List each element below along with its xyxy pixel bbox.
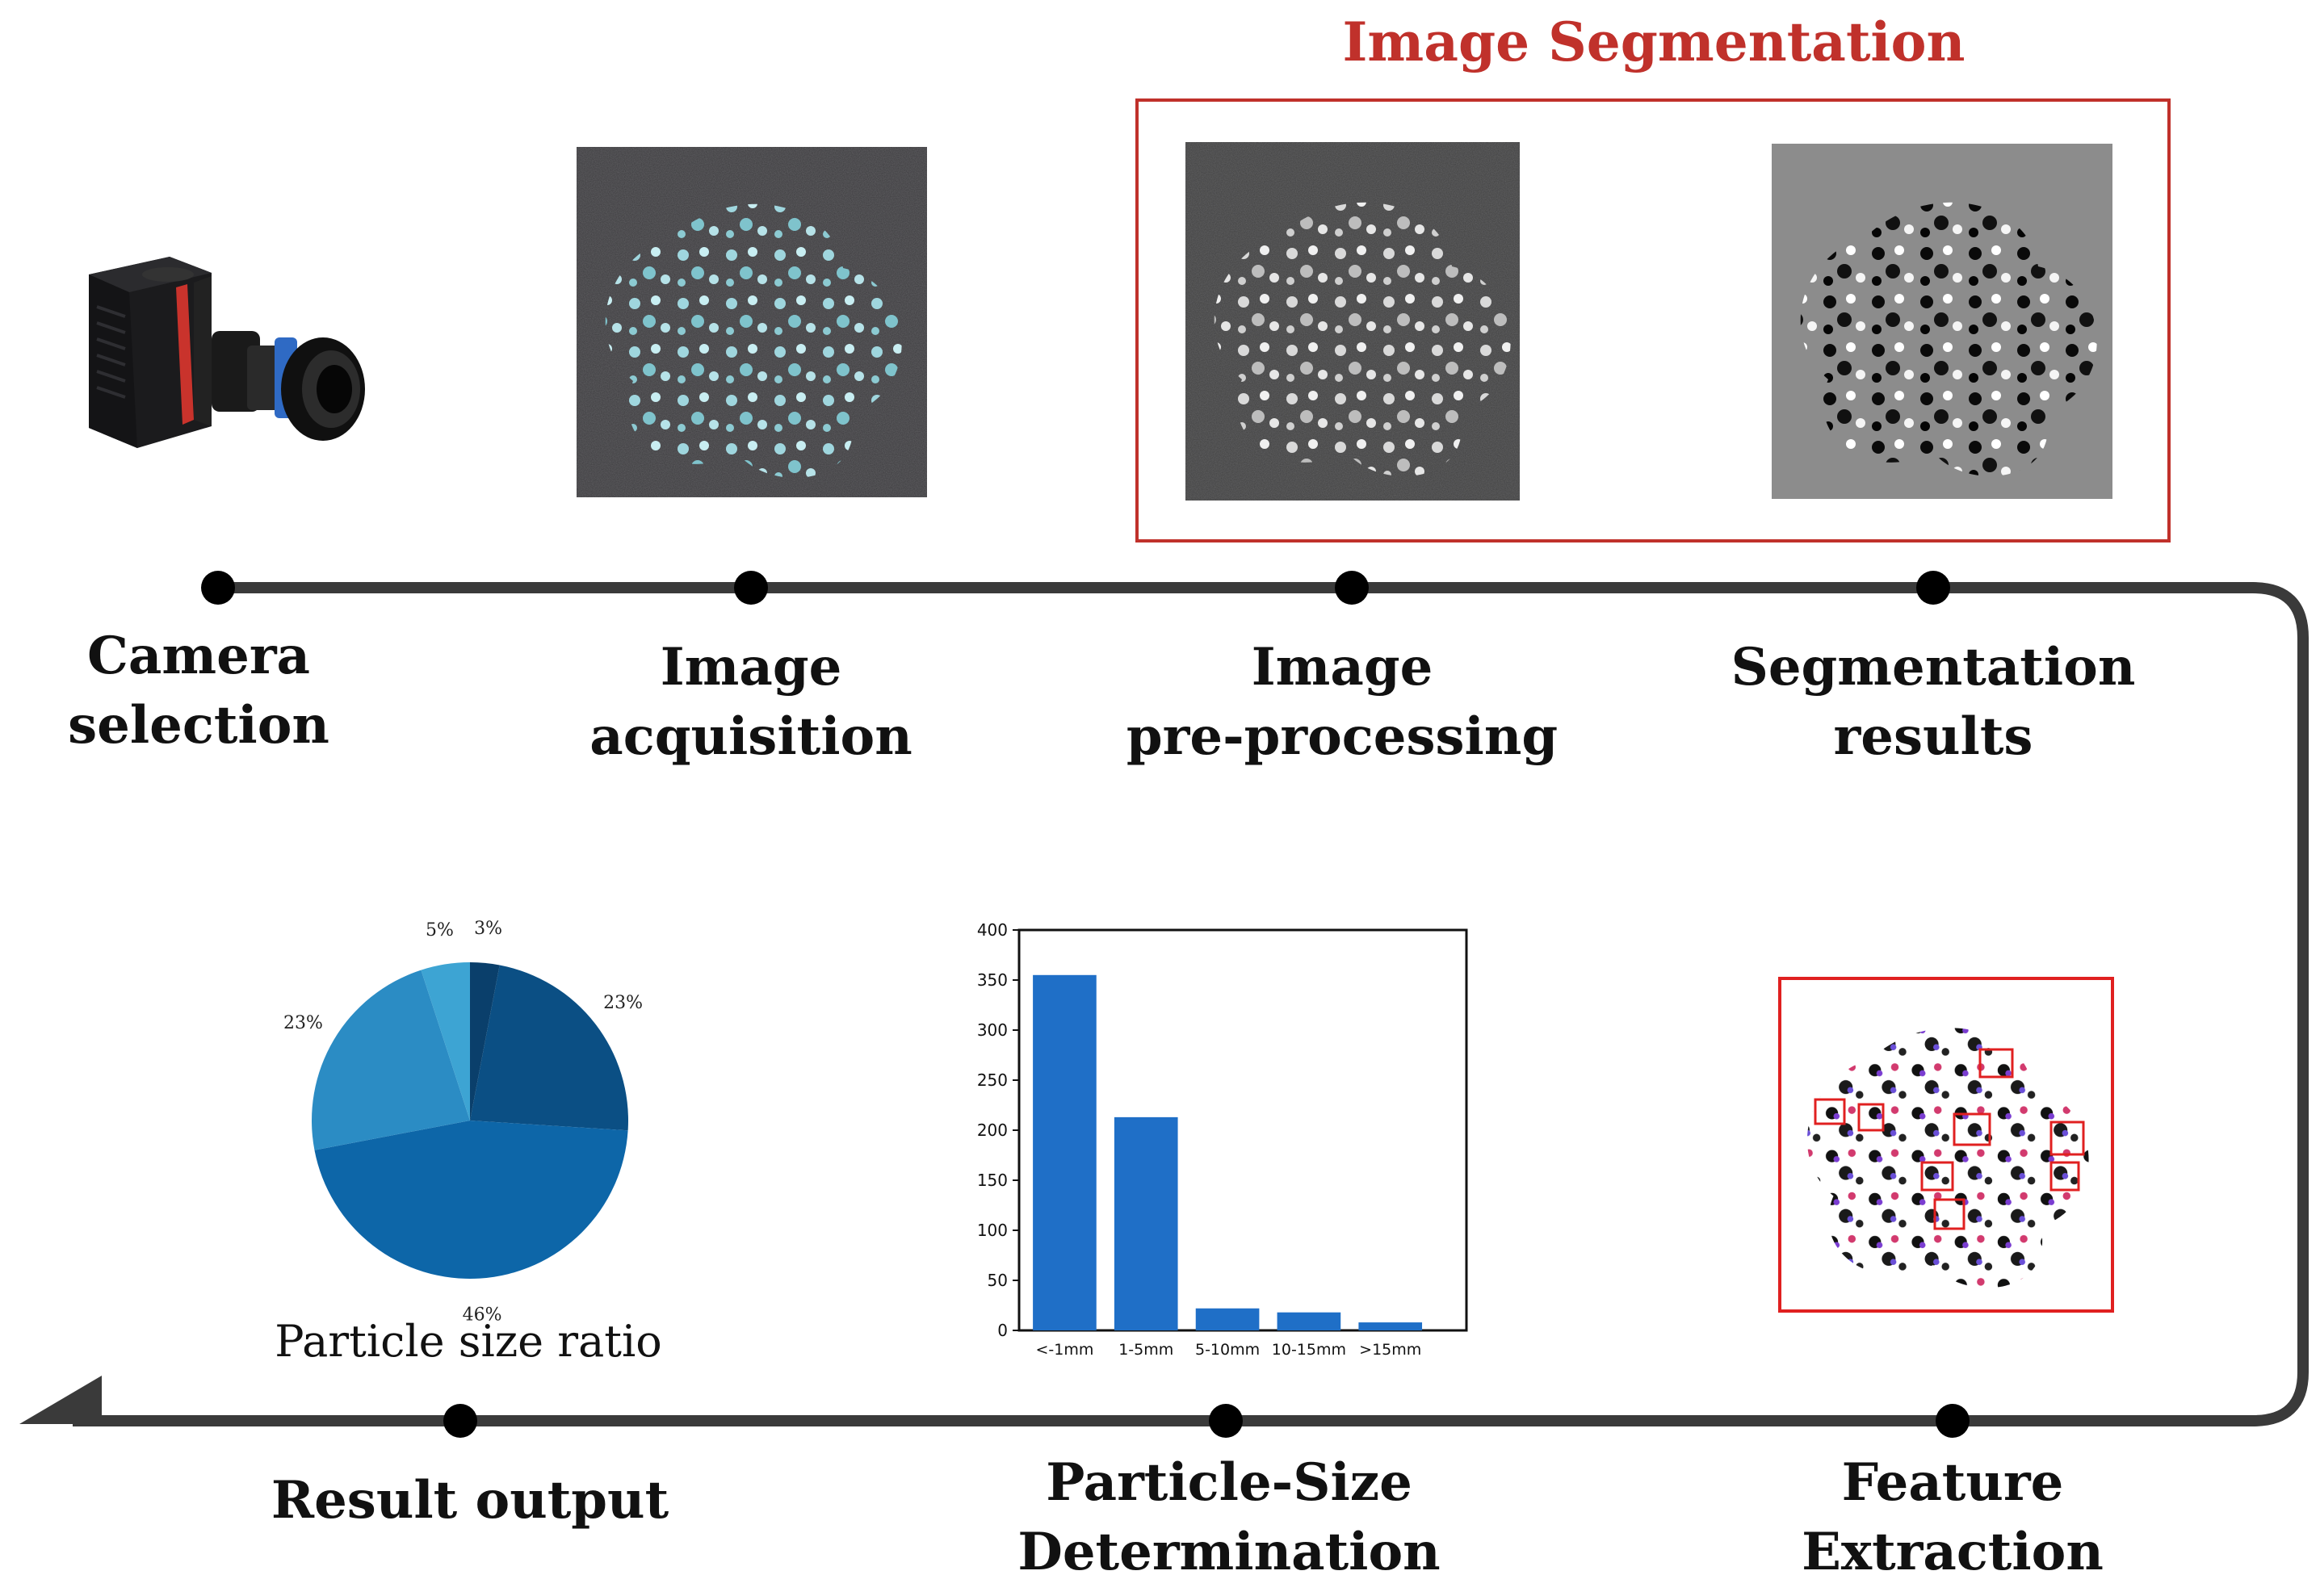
bar — [1195, 1308, 1260, 1330]
y-tick-label: 400 — [977, 920, 1008, 940]
bar — [1277, 1312, 1341, 1330]
pie-slice — [421, 962, 470, 1121]
bar — [1358, 1322, 1423, 1330]
y-tick-label: 50 — [988, 1271, 1008, 1290]
pie-slice-label: 23% — [283, 1013, 323, 1033]
pie-slice-label: 3% — [474, 919, 502, 939]
pie-slice-label: 5% — [426, 920, 454, 940]
segmentation-title: Image Segmentation — [1342, 10, 1965, 73]
segmentation-frame — [1135, 98, 2171, 542]
node-camera-selection — [201, 571, 235, 605]
y-tick-label: 150 — [977, 1171, 1008, 1190]
bar-chart: 0 50 100 150 200 250 300 350 400 <-1mm 1-5mm 5-10mm… — [977, 920, 1468, 1359]
x-tick-label: 1-5mm — [1118, 1341, 1173, 1359]
pie-slice-label: 23% — [603, 993, 643, 1013]
node-segmentation-results — [1916, 571, 1950, 605]
pie-caption: Particle size ratio — [275, 1316, 662, 1367]
pie-slice — [314, 1121, 628, 1279]
y-tick-label: 350 — [977, 970, 1008, 990]
acquisition-image — [577, 147, 927, 497]
preprocessing-image — [1185, 142, 1520, 501]
bar — [1033, 974, 1097, 1330]
y-tick-label: 0 — [997, 1321, 1008, 1340]
y-tick-label: 200 — [977, 1121, 1008, 1140]
pie-chart: 23% 46% 23% 5% 3% — [283, 919, 643, 1325]
timeline-arrowhead — [19, 1376, 102, 1424]
node-result-output — [443, 1404, 477, 1438]
x-tick-label: 10-15mm — [1272, 1341, 1346, 1359]
node-image-preprocessing — [1335, 571, 1369, 605]
pie-slice — [470, 965, 628, 1131]
x-tick-label: >15mm — [1359, 1341, 1421, 1359]
feature-extraction-image — [1778, 977, 2114, 1313]
y-tick-label: 250 — [977, 1070, 1008, 1090]
segmentation-image — [1772, 144, 2112, 499]
x-tick-label: 5-10mm — [1195, 1341, 1260, 1359]
y-tick-label: 100 — [977, 1221, 1008, 1240]
pie-slice — [470, 962, 500, 1121]
y-tick-label: 300 — [977, 1020, 1008, 1040]
node-particle-size — [1209, 1404, 1243, 1438]
x-tick-label: <-1mm — [1035, 1341, 1093, 1359]
process-timeline — [73, 582, 2309, 1426]
bar — [1114, 1116, 1178, 1330]
pie-slice-label: 46% — [463, 1305, 502, 1326]
label-result-output: Result output — [271, 1470, 669, 1531]
node-feature-extraction — [1936, 1404, 1970, 1438]
camera-icon — [89, 257, 365, 448]
node-image-acquisition — [734, 571, 768, 605]
pie-slice — [312, 970, 470, 1150]
